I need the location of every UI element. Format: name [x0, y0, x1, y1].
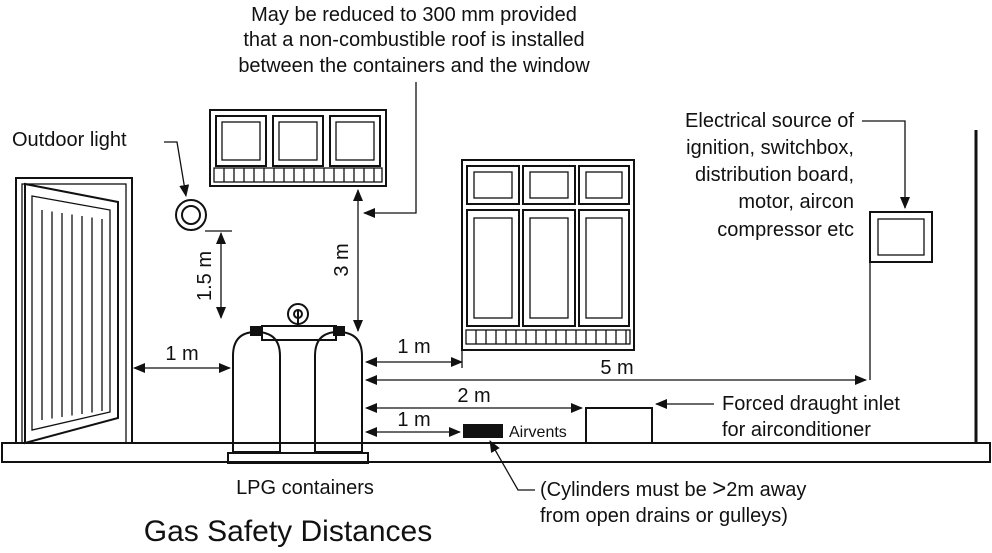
dim-forced-draught: 2 m — [457, 385, 490, 407]
outdoor-light-label: Outdoor light — [12, 129, 127, 151]
door — [15, 177, 133, 445]
cylinders-note-pre: (Cylinders must be — [540, 479, 712, 501]
airvents-block — [463, 424, 503, 438]
diagram-title: Gas Safety Distances — [144, 515, 432, 548]
electrical-line-1: Electrical source of — [685, 110, 854, 132]
outdoor-light — [175, 199, 207, 231]
cylinders-note-line-2: from open drains or gulleys) — [540, 505, 788, 527]
cylinders-note-line-1: (Cylinders must be >2m away — [540, 475, 806, 502]
upper-window — [209, 109, 387, 187]
callout-leaders — [164, 82, 910, 491]
forced-draught-line-1: Forced draught inlet — [722, 393, 900, 415]
forced-draught-line-2: for airconditioner — [722, 419, 871, 441]
cylinders-note-symbol: > — [712, 475, 726, 502]
dim-light-height: 1.5 m — [194, 251, 216, 301]
note-line-1: May be reduced to 300 mm provided — [251, 4, 577, 26]
note-line-2: that a non-combustible roof is installed — [243, 29, 584, 51]
note-line-3: between the containers and the window — [238, 55, 590, 77]
forced-draught-inlet-box — [585, 407, 653, 444]
electrical-box — [869, 211, 933, 263]
lpg-label: LPG containers — [236, 477, 374, 499]
dim-window-gap: 1 m — [397, 336, 430, 358]
electrical-line-4: motor, aircon — [738, 191, 854, 213]
electrical-line-2: ignition, switchbox, — [686, 137, 854, 159]
dim-electrical: 5 m — [600, 357, 633, 379]
electrical-line-3: distribution board, — [695, 164, 854, 186]
dim-airvents: 1 m — [397, 409, 430, 431]
lpg-containers — [227, 303, 369, 464]
airvents-label: Airvents — [509, 424, 567, 441]
cylinders-note-post: 2m away — [726, 479, 806, 501]
electrical-line-5: compressor etc — [717, 219, 854, 241]
dimension-lines — [133, 189, 871, 437]
large-window — [461, 159, 635, 351]
dim-door: 1 m — [165, 343, 198, 365]
dim-window-height: 3 m — [331, 243, 353, 276]
